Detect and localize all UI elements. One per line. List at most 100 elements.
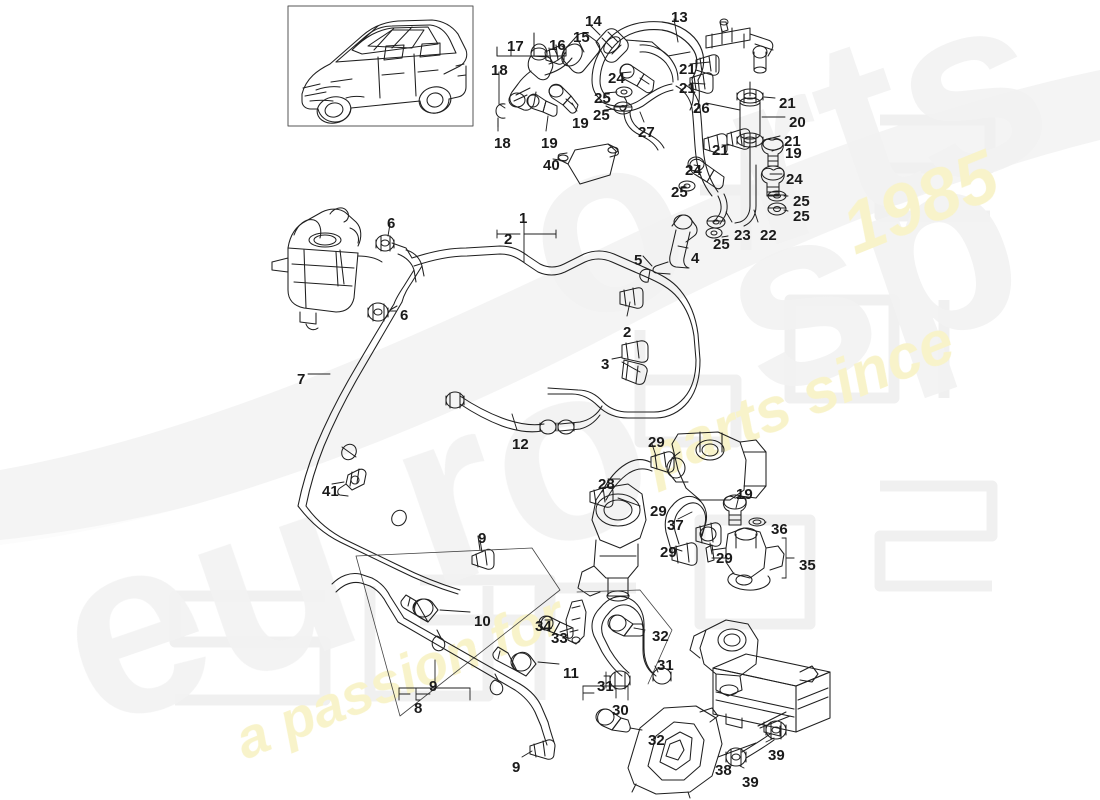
callout-number-29: 29 (716, 550, 733, 567)
part-20-cylinder (739, 97, 761, 140)
bolt-32b (595, 708, 631, 733)
clip-5 (639, 268, 651, 283)
bracket-40 (557, 143, 619, 185)
callout-number-9: 9 (512, 759, 521, 776)
pump-mount (689, 619, 759, 697)
clamp-2a (619, 287, 644, 309)
vehicle-thumbnail (287, 5, 474, 127)
clamp-29a (650, 451, 675, 473)
callout-number-25: 25 (793, 193, 810, 210)
callout-number-34: 34 (535, 618, 552, 635)
callout-number-29: 29 (650, 503, 667, 520)
callout-number-21: 21 (679, 80, 696, 97)
callout-number-21: 21 (779, 95, 796, 112)
callout-number-19: 19 (541, 135, 558, 152)
callout-number-32: 32 (652, 628, 669, 645)
bracket-33 (565, 599, 587, 645)
washer-25a (615, 86, 633, 98)
clamp-39a (725, 747, 747, 767)
water-pump-assembly (577, 431, 767, 602)
callout-number-15: 15 (573, 29, 590, 46)
callout-number-39: 39 (768, 747, 785, 764)
washer-25b (613, 101, 633, 115)
callout-number-33: 33 (551, 630, 568, 647)
callout-number-10: 10 (474, 613, 491, 630)
thermostat-housing-35 (705, 527, 785, 591)
callout-number-25: 25 (594, 90, 611, 107)
callout-number-13: 13 (671, 9, 688, 26)
callout-number-6: 6 (387, 215, 396, 232)
oil-cooler (712, 653, 831, 737)
callout-number-25: 25 (713, 236, 730, 253)
callout-number-29: 29 (648, 434, 665, 451)
callout-number-19: 19 (572, 115, 589, 132)
part-4 (652, 214, 698, 275)
callout-number-29: 29 (660, 544, 677, 561)
pipe-joint-b (391, 509, 407, 527)
bolt-34 (538, 615, 574, 639)
callout-number-2: 2 (504, 231, 513, 248)
hose-end-31a (609, 670, 631, 690)
callout-number-11: 11 (563, 665, 579, 682)
callout-number-25: 25 (671, 184, 688, 201)
bolt-24b (687, 156, 725, 190)
bolt-24a (619, 63, 655, 94)
fitting-12a (445, 391, 465, 409)
callout-number-9: 9 (478, 530, 487, 547)
clamp-29c (695, 522, 722, 547)
bolt-11 (492, 646, 537, 677)
clamp-39b (765, 720, 787, 740)
eyelet-a (431, 629, 446, 652)
callout-number-16: 16 (549, 37, 566, 54)
callout-number-27: 27 (638, 124, 655, 141)
callout-number-2: 2 (623, 324, 632, 341)
callout-number-36: 36 (771, 521, 788, 538)
oring-36 (748, 517, 766, 527)
bolt-10 (400, 594, 439, 623)
callout-number-12: 12 (512, 436, 529, 453)
clamp-29b (589, 486, 614, 508)
callout-number-37: 37 (667, 517, 684, 534)
callout-number-39: 39 (742, 774, 759, 791)
callout-number-28: 28 (598, 476, 615, 493)
clip-41 (337, 468, 367, 497)
expansion-tank (271, 207, 362, 331)
callout-number-32: 32 (648, 732, 665, 749)
washer-25e (767, 202, 787, 216)
callout-number-35: 35 (799, 557, 816, 574)
clamp-6a (375, 234, 395, 252)
bolt-19d (722, 494, 747, 526)
callout-number-31: 31 (597, 678, 614, 695)
callout-number-25: 25 (593, 107, 610, 124)
bolt-32a (607, 614, 645, 637)
clamp-9a (471, 548, 495, 570)
callout-number-38: 38 (715, 762, 732, 779)
callout-number-19: 19 (736, 486, 753, 503)
callout-number-26: 26 (693, 100, 710, 117)
callout-number-14: 14 (585, 13, 602, 30)
callout-number-20: 20 (789, 114, 806, 131)
washer-25g (705, 227, 723, 239)
pipe-joint-a (341, 443, 357, 461)
callout-number-18: 18 (494, 135, 511, 152)
callout-number-17: 17 (507, 38, 524, 55)
callout-number-21: 21 (679, 61, 696, 78)
callout-number-25: 25 (793, 208, 810, 225)
callout-number-5: 5 (634, 252, 643, 269)
callout-number-31: 31 (657, 657, 674, 674)
callout-number-24: 24 (786, 171, 803, 188)
callout-number-7: 7 (297, 371, 306, 388)
callout-number-24: 24 (685, 162, 702, 179)
washer-25f (706, 215, 726, 229)
callout-number-21: 21 (712, 142, 729, 159)
clamp-21f (703, 133, 728, 155)
callout-number-9: 9 (429, 678, 438, 695)
callout-number-3: 3 (601, 356, 610, 373)
connector-block (705, 18, 774, 74)
engine-cover (627, 705, 723, 799)
callout-number-23: 23 (734, 227, 751, 244)
fitting-12b (539, 419, 557, 435)
callout-number-24: 24 (608, 70, 625, 87)
clamp-9b (529, 739, 556, 760)
